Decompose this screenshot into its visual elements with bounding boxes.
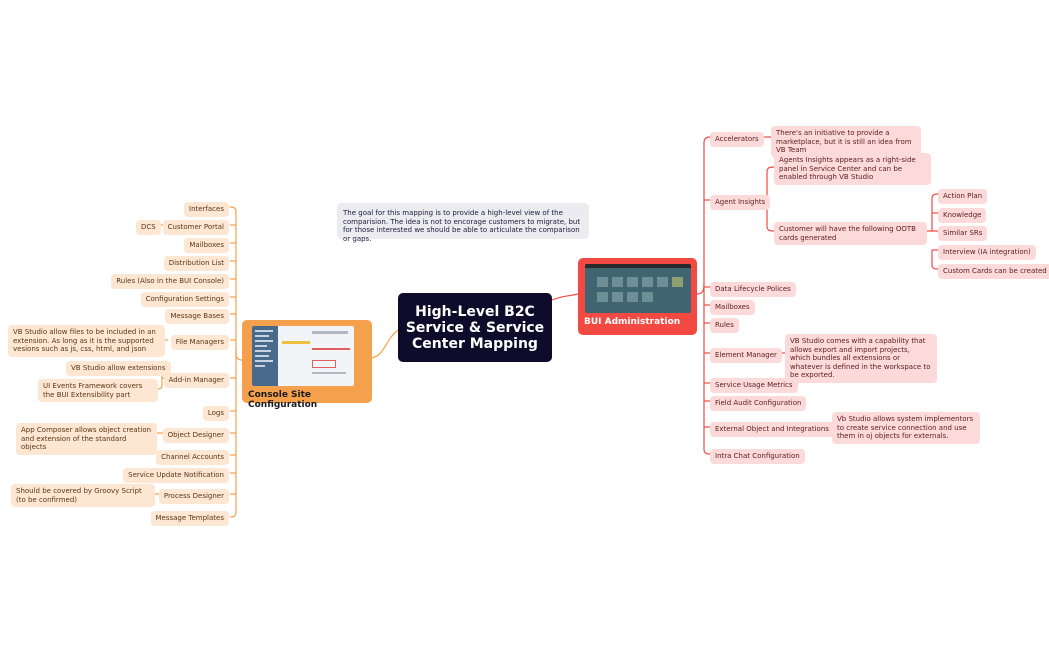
left-item-file-managers[interactable]: File Managers (170, 335, 229, 350)
left-item-service-update-notification[interactable]: Service Update Notification (123, 468, 229, 483)
bui-branch-label: BUI Administration (584, 317, 681, 327)
right-subitem-export-import[interactable]: VB Studio comes with a capability that a… (785, 334, 937, 383)
right-item-rules[interactable]: Rules (710, 318, 739, 333)
left-subitem-dcs[interactable]: DCS (136, 220, 161, 235)
left-item-distribution-list[interactable]: Distribution List (163, 256, 229, 271)
left-item-channel-accounts[interactable]: Channel Accounts (156, 450, 229, 465)
left-item-message-bases[interactable]: Message Bases (165, 309, 229, 324)
card-similar-srs[interactable]: Similar SRs (938, 226, 988, 241)
card-custom-cards[interactable]: Custom Cards can be created (938, 264, 1049, 279)
left-subitem-file-managers-note[interactable]: VB Studio allow files to be included in … (8, 325, 165, 357)
card-action-plan[interactable]: Action Plan (938, 189, 988, 204)
left-item-customer-portal[interactable]: Customer Portal (162, 220, 229, 235)
root-title-line-3: Center Mapping (412, 335, 538, 352)
right-item-agent-insights[interactable]: Agent Insights (710, 195, 771, 210)
right-subitem-agent-insights-panel[interactable]: Agents Insights appears as a right-side … (774, 153, 931, 185)
right-item-data-lifecycle-polices[interactable]: Data Lifecycle Polices (710, 282, 796, 297)
console-site-configuration-topic[interactable]: Console Site Configuration (242, 320, 372, 410)
bui-administration-topic[interactable]: BUI Administration (578, 258, 697, 335)
right-item-field-audit-configuration[interactable]: Field Audit Configuration (710, 396, 807, 411)
left-item-addin-manager[interactable]: Add-in Manager (163, 373, 229, 388)
root-title-line-2: Service & Service (405, 319, 545, 336)
left-subitem-app-composer[interactable]: App Composer allows object creation and … (16, 423, 157, 455)
console-screenshot-thumbnail (252, 326, 354, 386)
right-item-accelerators[interactable]: Accelerators (710, 132, 764, 147)
right-item-element-manager[interactable]: Element Manager (710, 348, 782, 363)
bui-screenshot-thumbnail (585, 264, 691, 313)
description-note: The goal for this mapping is to provide … (337, 203, 589, 243)
left-item-interfaces[interactable]: Interfaces (184, 202, 229, 217)
root-title-line-1: High-Level B2C (415, 303, 535, 320)
right-subitem-service-connection[interactable]: Vb Studio allows system implementors to … (832, 412, 980, 444)
right-item-mailboxes[interactable]: Mailboxes (710, 300, 755, 315)
console-branch-label: Console Site Configuration (248, 390, 318, 410)
left-item-configuration-settings[interactable]: Configuration Settings (140, 292, 229, 307)
card-interview[interactable]: Interview (IA integration) (938, 245, 1036, 260)
right-subitem-marketplace[interactable]: There's an initiative to provide a marke… (771, 126, 921, 158)
card-knowledge[interactable]: Knowledge (938, 208, 987, 223)
left-item-object-designer[interactable]: Object Designer (162, 428, 229, 443)
left-item-message-templates[interactable]: Message Templates (150, 511, 229, 526)
right-item-intra-chat-configuration[interactable]: Intra Chat Configuration (710, 449, 805, 464)
left-item-process-designer[interactable]: Process Designer (158, 489, 229, 504)
left-item-mailboxes[interactable]: Mailboxes (184, 238, 229, 253)
left-subitem-groovy-script[interactable]: Should be covered by Groovy Script (to b… (11, 484, 155, 507)
right-subitem-ootb-cards[interactable]: Customer will have the following OOTB ca… (774, 222, 927, 245)
right-item-external-object-integrations[interactable]: External Object and Integrations (710, 422, 834, 437)
left-item-rules[interactable]: Rules (Also in the BUI Console) (111, 274, 229, 289)
left-item-logs[interactable]: Logs (202, 406, 229, 421)
left-subitem-vb-studio-extensions[interactable]: VB Studio allow extensions (66, 361, 171, 376)
right-item-service-usage-metrics[interactable]: Service Usage Metrics (710, 378, 798, 393)
root-topic[interactable]: High-Level B2C Service & Service Center … (398, 293, 552, 362)
left-subitem-ui-events-framework[interactable]: UI Events Framework covers the BUI Exten… (38, 379, 158, 402)
